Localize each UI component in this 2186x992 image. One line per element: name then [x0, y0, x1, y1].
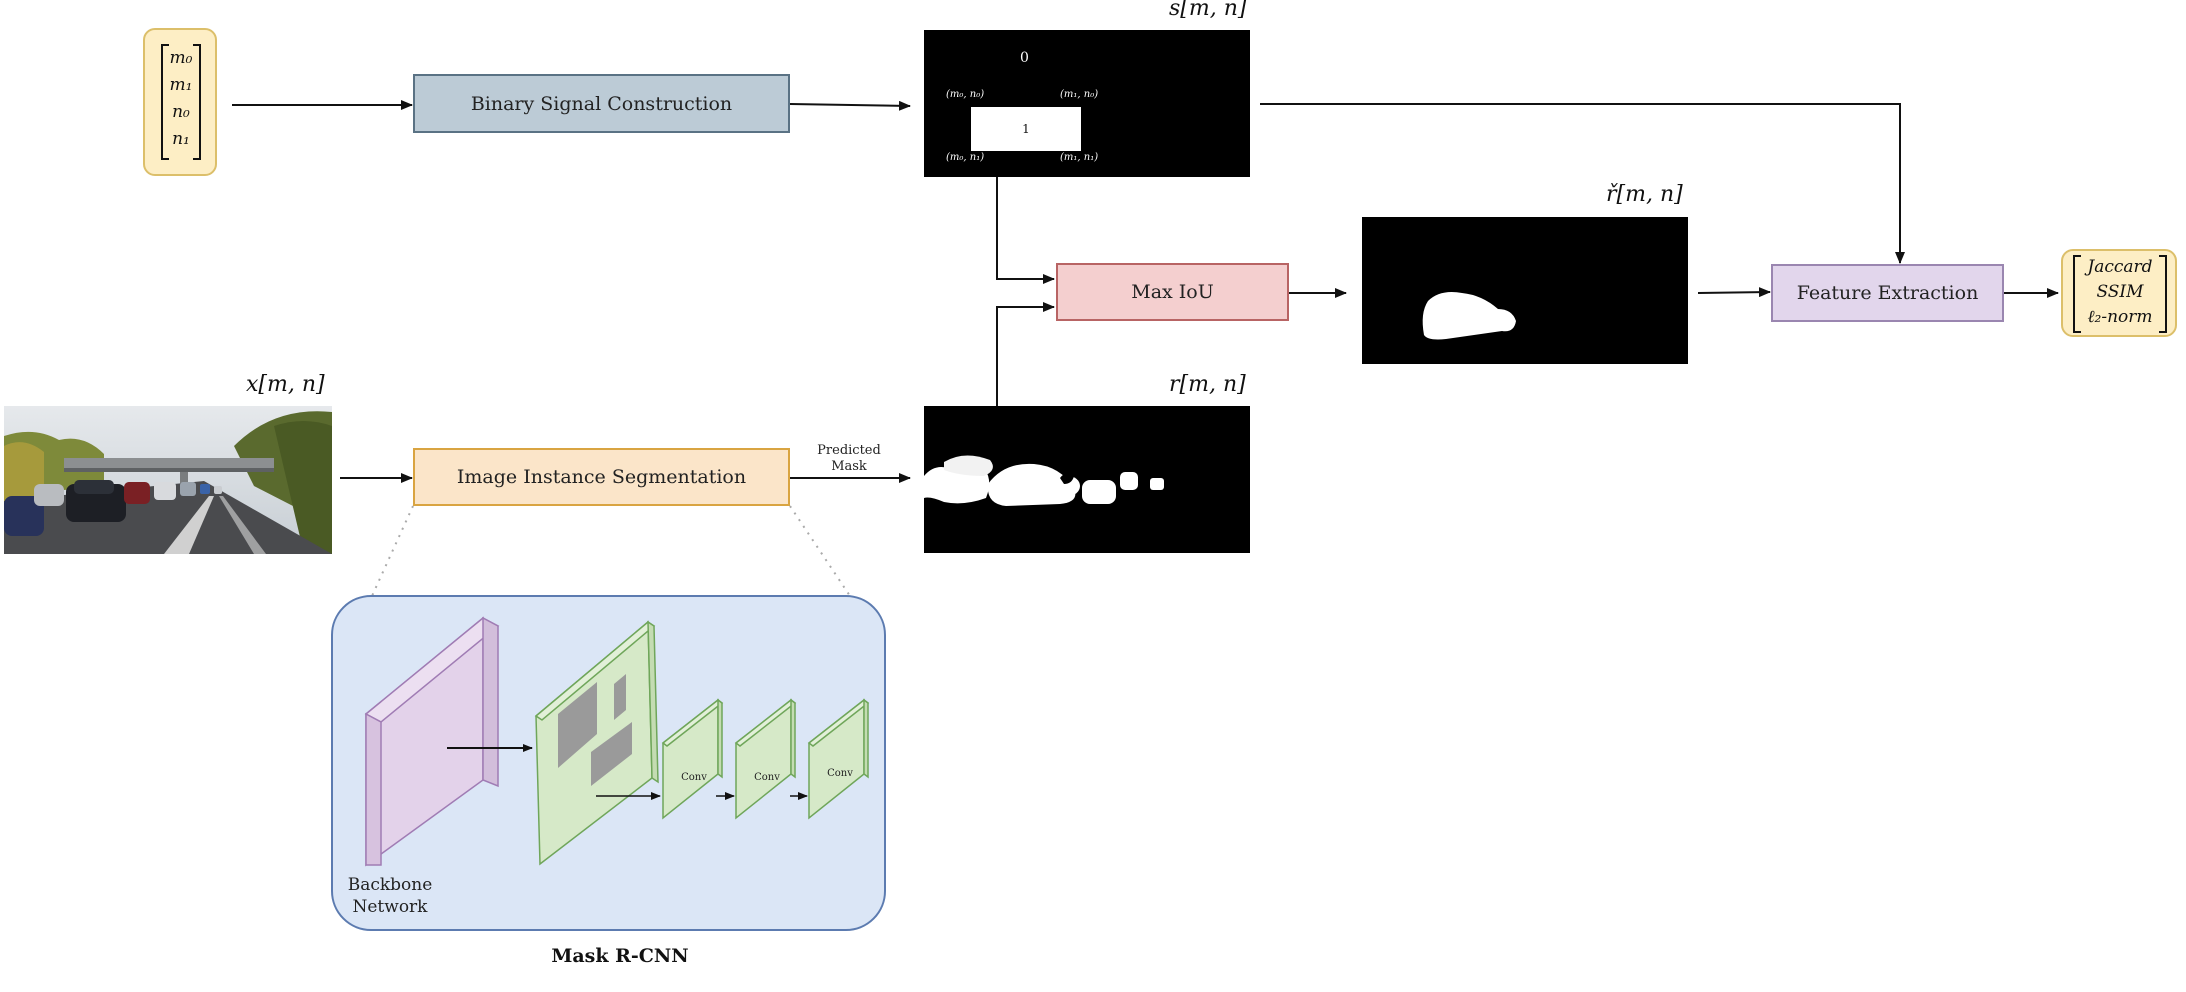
input-vector-brackets: m₀ m₁ n₀ n₁ [161, 44, 201, 160]
r-signal-panel [924, 406, 1250, 553]
corner-m0-n1: (m₀, n₁) [946, 152, 985, 163]
s-zero-label: 0 [1020, 50, 1029, 66]
backbone-line1: Backbone [347, 875, 433, 895]
mask-rcnn-title: Mask R-CNN [551, 945, 689, 967]
conv-block-3 [808, 698, 865, 820]
r-signal-title: r[m, n] [1169, 372, 1246, 397]
image-instance-segmentation-box: Image Instance Segmentation [413, 448, 790, 506]
feature-extraction-label: Feature Extraction [1796, 282, 1979, 304]
feature-extraction-box: Feature Extraction [1771, 264, 2004, 322]
predicted-mask-label: Predicted Mask [812, 443, 886, 475]
segmentation-label: Image Instance Segmentation [456, 466, 747, 488]
input-vector-box: m₀ m₁ n₀ n₁ [143, 28, 217, 176]
output-entry-l2norm: ℓ₂-norm [2087, 307, 2153, 327]
r-check-signal-panel [1362, 217, 1688, 364]
feature-map-front [535, 620, 653, 866]
max-iou-label: Max IoU [1131, 281, 1214, 303]
vector-entry: m₀ [169, 48, 193, 68]
roi-box-1 [558, 682, 597, 768]
backbone-network-label: Backbone Network [330, 874, 450, 918]
zoom-line-left [371, 505, 414, 597]
road-scene-image [4, 406, 332, 554]
predicted-mask-line1: Predicted [817, 443, 881, 458]
conv-block-1 [662, 698, 719, 820]
s-one-label: 1 [1022, 122, 1030, 136]
roi-box-3 [614, 674, 626, 720]
conv-label-2: Conv [754, 772, 780, 783]
corner-m1-n0: (m₁, n₀) [1060, 89, 1099, 100]
s-signal-title: s[m, n] [1169, 0, 1247, 21]
arrow-s-to-maxiou [996, 177, 1055, 284]
binary-signal-label: Binary Signal Construction [470, 92, 733, 115]
arrow-s-to-feature [1260, 103, 1905, 264]
binary-signal-construction-box: Binary Signal Construction [413, 74, 790, 133]
vector-entry: n₀ [172, 102, 190, 122]
conv-block-2 [735, 698, 792, 820]
conv-label-1: Conv [681, 772, 707, 783]
output-vector-box: Jaccard SSIM ℓ₂-norm [2061, 249, 2177, 337]
s-one-rectangle: 1 [971, 107, 1081, 151]
arrow-r-to-maxiou [996, 302, 1055, 408]
s-signal-panel: 0 (m₀, n₀) (m₁, n₀) 1 (m₀, n₁) (m₁, n₁) [924, 30, 1250, 177]
arrow-binary-to-s [789, 100, 911, 111]
output-entry-jaccard: Jaccard [2087, 257, 2153, 277]
corner-m0-n0: (m₀, n₀) [946, 89, 985, 100]
max-iou-box: Max IoU [1056, 263, 1289, 321]
vector-entry: m₁ [169, 75, 193, 95]
vector-entry: n₁ [172, 129, 190, 149]
output-vector-brackets: Jaccard SSIM ℓ₂-norm [2073, 255, 2167, 333]
backbone-side [482, 616, 499, 788]
roi-box-2 [591, 722, 632, 786]
backbone-front [365, 616, 484, 867]
x-signal-title: x[m, n] [246, 372, 325, 397]
backbone-line2: Network [352, 897, 428, 917]
arrow-rcheck-to-feature [1697, 287, 1771, 298]
output-entry-ssim: SSIM [2096, 282, 2144, 302]
conv-label-3: Conv [827, 768, 853, 779]
predicted-mask-line2: Mask [831, 459, 867, 474]
r-check-signal-title: ř[m, n] [1606, 182, 1683, 207]
corner-m1-n1: (m₁, n₁) [1060, 152, 1099, 163]
